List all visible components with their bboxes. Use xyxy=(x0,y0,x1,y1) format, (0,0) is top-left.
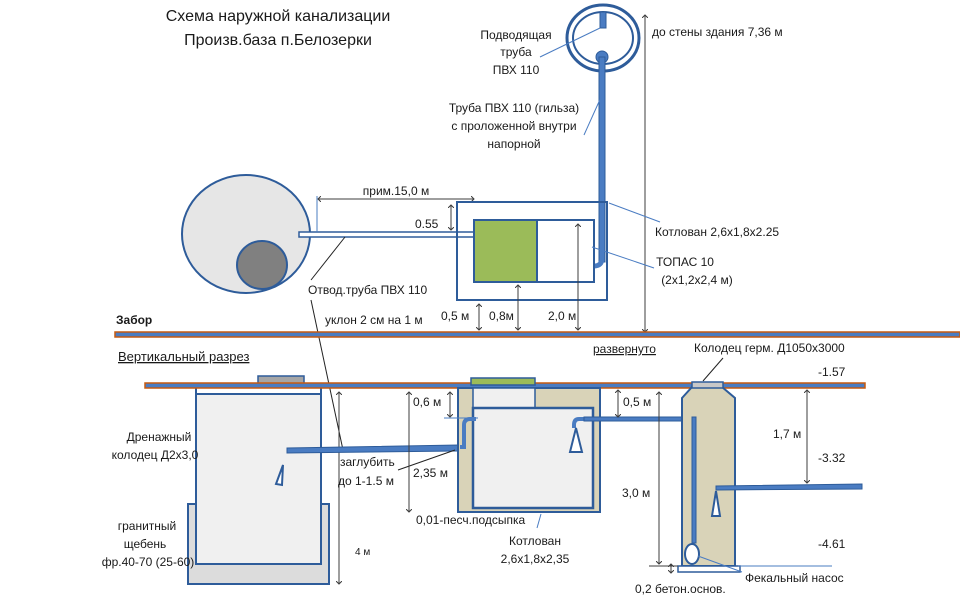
dim-20-plan-label: 2,0 м xyxy=(548,309,576,323)
sleeve-pipe-label-1: Труба ПВХ 110 (гильза) xyxy=(449,101,579,115)
outlet-leader-plan xyxy=(310,236,346,281)
dim-4m-label: 4 м xyxy=(355,547,370,558)
dim-30-label: 3,0 м xyxy=(622,486,650,500)
topas-chamber xyxy=(473,219,538,283)
dim-05-section-label: 0,5 м xyxy=(623,395,651,409)
deepen-label-2: до 1-1.5 м xyxy=(338,474,394,488)
pump-leader xyxy=(697,555,743,573)
section-title: Вертикальный разрез xyxy=(118,349,249,364)
topas-label-1: ТОПАС 10 xyxy=(656,255,714,269)
pit-section-label-2: 2,6х1,8х2,35 xyxy=(501,552,570,566)
distance-label: прим.15,0 м xyxy=(363,184,429,198)
slope-label: уклон 2 см на 1 м xyxy=(325,313,423,327)
pit-section-label-1: Котлован xyxy=(509,534,561,548)
gravel-label-2: щебень xyxy=(124,537,167,551)
inlet-pipe-label-2: труба xyxy=(500,45,532,59)
drain-well-section xyxy=(187,375,330,585)
pump-label: Фекальный насос xyxy=(745,571,844,585)
to-building-label: до стены здания 7,36 м xyxy=(652,25,783,39)
deepen-label-1: заглубить xyxy=(340,455,395,469)
dim-06-label: 0,6 м xyxy=(413,395,441,409)
fence-line xyxy=(114,331,960,338)
drain-well-plan xyxy=(181,174,311,294)
fence-label: Забор xyxy=(116,313,152,327)
dim-08-plan-label: 0,8м xyxy=(489,309,514,323)
outlet-pipe-label: Отвод.труба ПВХ 110 xyxy=(308,283,427,297)
gravel-label-1: гранитный xyxy=(118,519,177,533)
sand-bed-label: 0,01-песч.подсыпка xyxy=(416,513,526,527)
inlet-pipe-leader xyxy=(539,27,601,58)
dim-05-plan-label: 0,5 м xyxy=(441,309,469,323)
pressure-pipe-section xyxy=(583,416,693,422)
sleeve-pipe-label-2: с проложенной внутри xyxy=(451,119,576,133)
inlet-pipe-label-1: Подводящая xyxy=(480,28,551,42)
pit-section xyxy=(457,377,601,513)
level-157: -1.57 xyxy=(818,365,846,379)
dim-17-label: 1,7 м xyxy=(773,427,801,441)
title-line-2: Произв.база п.Белозерки xyxy=(184,32,372,49)
depth-055-label: 0.55 xyxy=(415,217,439,231)
unfolded-label: развернуто xyxy=(593,342,656,356)
drain-well-label-2: колодец Д2х3,0 xyxy=(112,448,199,462)
pit-section-leader xyxy=(536,513,542,529)
pit-plan-label: Котлован 2,6х1,8х2.25 xyxy=(655,225,779,239)
sleeve-pipe-leader xyxy=(583,94,603,136)
pit-plan xyxy=(456,201,608,301)
concrete-base-label: 0,2 бетон.основ. xyxy=(635,582,726,596)
title-line-1: Схема наружной канализации xyxy=(166,8,391,25)
inflow-pipe-section xyxy=(715,483,863,491)
topas-leader xyxy=(591,246,655,269)
drain-well-label-1: Дренажный xyxy=(127,430,192,444)
sleeve-pipe-label-3: напорной xyxy=(487,137,540,151)
sealed-well-section xyxy=(677,381,741,573)
dim-235-label: 2,35 м xyxy=(413,466,448,480)
level-332: -3.32 xyxy=(818,451,846,465)
inlet-pipe-label-3: ПВХ 110 xyxy=(493,63,540,77)
level-461: -4.61 xyxy=(818,537,846,551)
outlet-pipe-plan xyxy=(298,231,476,238)
well-label: Колодец герм. Д1050х3000 xyxy=(694,341,845,355)
well-leader xyxy=(702,357,724,382)
pit-leader xyxy=(608,202,661,223)
topas-label-2: (2х1,2х2,4 м) xyxy=(661,273,733,287)
gravel-label-3: фр.40-70 (25-60) xyxy=(102,555,195,569)
